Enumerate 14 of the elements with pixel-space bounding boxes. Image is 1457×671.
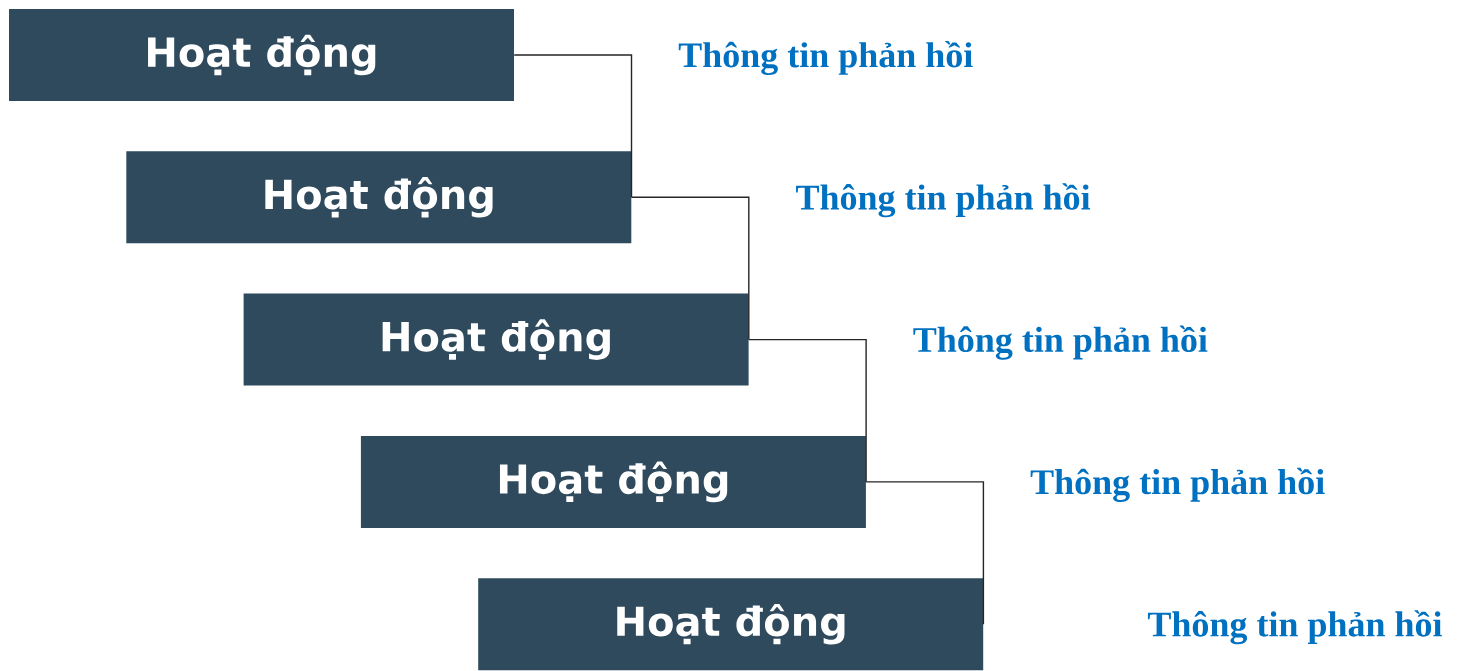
connector <box>630 196 750 341</box>
process-box: Hoạt động <box>243 293 749 386</box>
process-box: Hoạt động <box>478 578 984 671</box>
feedback-label: Thông tin phản hồi <box>913 325 1208 360</box>
connector <box>513 54 633 198</box>
connector <box>748 338 867 483</box>
feedback-label: Thông tin phản hồi <box>1147 610 1442 645</box>
feedback-label: Thông tin phản hồi <box>678 40 973 76</box>
connector <box>865 481 985 625</box>
feedback-label: Thông tin phản hồi <box>1030 467 1325 502</box>
process-box: Hoạt động <box>360 435 866 528</box>
process-box: Hoạt động <box>9 9 514 101</box>
process-box: Hoạt động <box>126 151 632 244</box>
feedback-label: Thông tin phản hồi <box>796 183 1091 218</box>
